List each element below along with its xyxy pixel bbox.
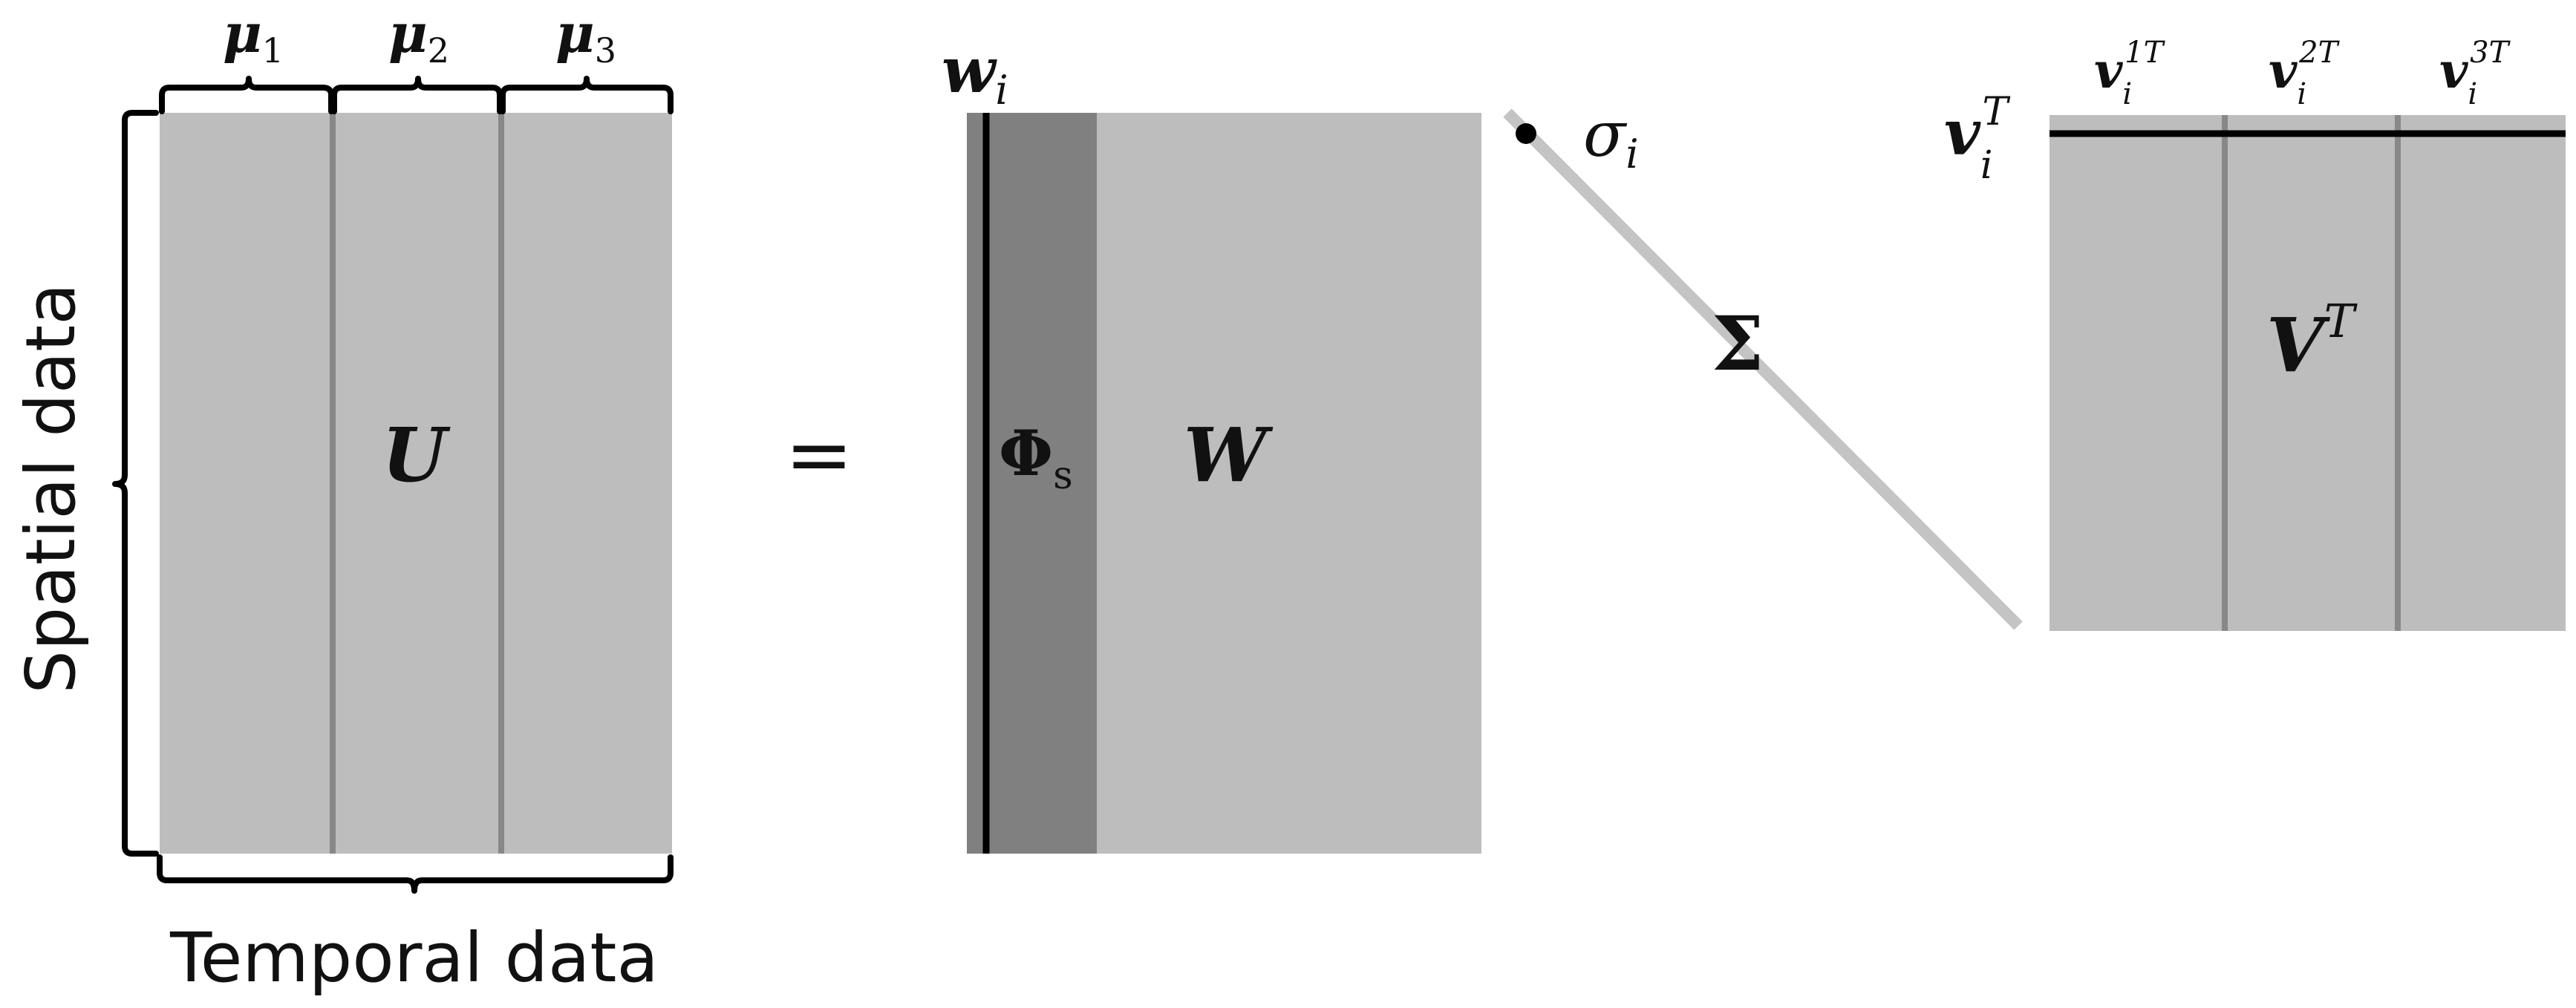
column-braces-u — [159, 76, 674, 114]
sigma-i-label: σi — [1583, 98, 1639, 177]
mu-2-label: μ2 — [388, 1, 449, 71]
v-i-3t-label: vi3T — [2439, 36, 2511, 111]
v-i-2t-label: vi2T — [2269, 36, 2341, 111]
brace-mu-3 — [500, 76, 674, 114]
matrix-sigma: σi Σ — [1503, 98, 2023, 630]
w-i-label: wi — [942, 33, 1008, 114]
temporal-brace — [157, 854, 674, 894]
mu-3-label: μ3 — [555, 1, 616, 71]
temporal-data-label: Temporal data — [169, 918, 659, 998]
spatial-data-label: Spatial data — [11, 283, 91, 693]
sigma-i-dot — [1516, 123, 1536, 144]
spatial-brace — [112, 110, 159, 857]
sigma-diagonal — [1503, 108, 2023, 630]
mu-1-label: μ1 — [223, 1, 284, 71]
v-i-t-label: viT — [1944, 90, 2010, 188]
matrix-u-block — [160, 113, 672, 854]
brace-mu-1 — [159, 76, 334, 114]
matrix-vt-block — [2050, 115, 2566, 631]
basis-phi-label: Φs — [999, 416, 1073, 498]
sigma-symbol: Σ — [1712, 300, 1764, 387]
matrix-w-symbol: W — [1184, 411, 1274, 499]
v-i-1t-label: vi1T — [2094, 36, 2166, 111]
brace-mu-2 — [331, 76, 503, 114]
equals-sign: = — [785, 407, 853, 502]
matrix-w: Φs W — [967, 113, 1481, 854]
mu-labels: μ1 μ2 μ3 — [223, 1, 616, 71]
matrix-u-symbol: U — [382, 411, 451, 499]
matrix-vt-symbol: VT — [2266, 294, 2358, 389]
vt-block-labels: vi1T vi2T vi3T — [2094, 36, 2511, 111]
matrix-u: U — [160, 113, 672, 854]
matrix-vt: VT — [2050, 115, 2566, 631]
